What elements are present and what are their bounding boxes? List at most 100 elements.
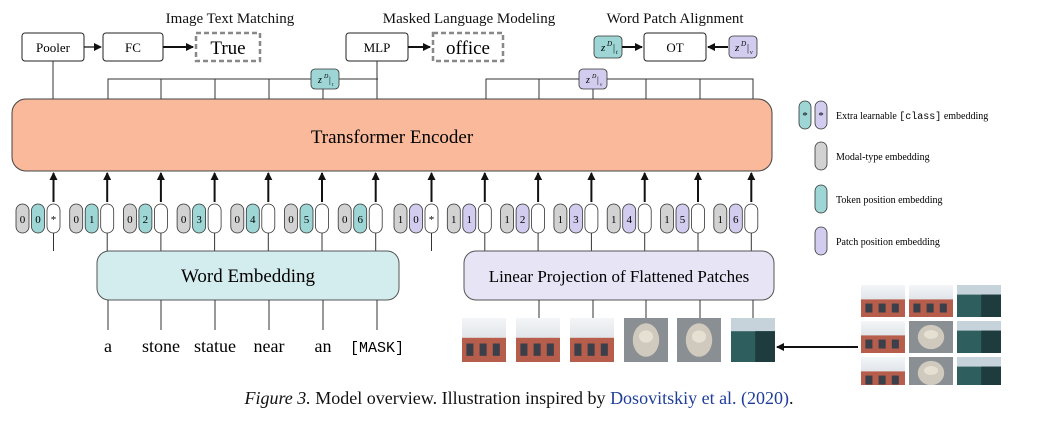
text-position-capsule	[84, 203, 99, 234]
text-modal-type-capsule	[337, 203, 352, 234]
patch-sky	[957, 357, 1001, 367]
patch-window	[865, 339, 873, 349]
patch-projection-box: Linear Projection of Flattened Patches	[463, 250, 775, 301]
pooler-label: Pooler	[36, 40, 71, 55]
image-modal-type-capsule	[500, 203, 515, 234]
grid-patch-0-0	[861, 285, 905, 317]
transformer-encoder: Transformer Encoder	[11, 98, 773, 172]
model-overview-diagram: Image Text Matching Masked Language Mode…	[11, 11, 1001, 385]
word-embedding-box: Word Embedding	[96, 250, 400, 301]
text-token-capsule	[153, 203, 168, 234]
patch-window	[533, 343, 541, 356]
input-word: an	[315, 336, 332, 356]
text-modal-type-capsule	[230, 203, 245, 234]
input-word: a	[104, 336, 112, 356]
image-position-capsule	[569, 203, 583, 234]
image-position-value: 2	[520, 214, 526, 226]
text-position-capsule	[245, 203, 260, 234]
itm-output-label: True	[210, 38, 245, 59]
svg-text:*: *	[818, 110, 824, 122]
image-modal-type-value: 1	[718, 214, 724, 226]
image-modal-type-value: 1	[504, 214, 510, 226]
svg-text:Modal-type embedding: Modal-type embedding	[836, 152, 930, 163]
input-word: stone	[142, 336, 180, 356]
fc-label: FC	[125, 40, 141, 55]
patch-window	[878, 339, 886, 349]
grid-patch-1-2	[957, 321, 1001, 353]
text-position-capsule	[31, 203, 45, 234]
patch-statue-face	[923, 365, 939, 375]
legend-class-embedding: * * Extra learnable [class] embedding	[798, 100, 988, 130]
text-modal-type-value: 0	[181, 214, 187, 226]
image-modal-type-value: 1	[398, 214, 404, 226]
grid-patch-1-0	[861, 321, 905, 353]
input-word: [MASK]	[350, 340, 404, 357]
patch-window	[926, 303, 934, 313]
text-modal-type-value: 0	[127, 214, 133, 226]
text-position-value: 5	[304, 214, 310, 226]
text-feature-tag: z D | t	[310, 68, 340, 90]
mlm-output-label: office	[446, 38, 490, 59]
image-modal-type-value: 1	[664, 214, 670, 226]
patch-window	[492, 343, 500, 356]
citation-link[interactable]: Dosovitskiy et al. (2020)	[610, 388, 790, 408]
ot-box: OT	[643, 32, 707, 62]
svg-text:D: D	[591, 74, 597, 80]
encoder-output-connectors	[52, 61, 754, 99]
image-modal-type-capsule	[393, 203, 408, 234]
text-token-capsule	[207, 203, 222, 234]
text-token-capsule	[315, 203, 329, 234]
wpa-visual-feature-box: z D | v	[728, 35, 758, 59]
image-token-capsule	[744, 203, 759, 234]
word-embedding-label: Word Embedding	[181, 266, 316, 287]
patch-window	[878, 375, 886, 385]
patch-window	[878, 303, 886, 313]
svg-text:*: *	[802, 110, 808, 122]
svg-text:z: z	[317, 75, 322, 86]
image-token-capsule	[584, 203, 599, 234]
patch-window	[939, 303, 947, 313]
image-modal-type-value: 1	[451, 214, 457, 226]
patch-shadow	[981, 294, 1001, 317]
text-position-value: 0	[35, 214, 41, 226]
text-modal-type-capsule	[69, 203, 84, 234]
text-modal-type-value: 0	[235, 214, 241, 226]
svg-text:|: |	[747, 43, 749, 54]
image-position-value: 6	[733, 214, 739, 226]
image-position-value: 1	[467, 214, 473, 226]
image-position-capsule	[622, 203, 637, 234]
text-position-value: 6	[357, 214, 363, 226]
grid-patch-2-0	[861, 357, 905, 385]
patch-window	[574, 343, 582, 356]
grid-patch-0-1	[909, 285, 953, 317]
text-position-capsule	[138, 203, 153, 234]
legend-modal-type: Modal-type embedding	[814, 141, 930, 171]
legend-patch-position: Patch position embedding	[814, 226, 940, 256]
patch-shadow	[755, 331, 775, 362]
svg-text:Extra learnable [class] embedd: Extra learnable [class] embedding	[836, 111, 988, 123]
patch-shadow	[981, 330, 1001, 353]
image-modal-type-capsule	[660, 203, 674, 234]
text-modal-type-value: 0	[342, 214, 348, 226]
svg-text:Token position embedding: Token position embedding	[836, 195, 943, 206]
patch-projection-label: Linear Projection of Flattened Patches	[489, 267, 750, 286]
image-position-capsule	[675, 203, 690, 234]
text-modal-type-capsule	[284, 203, 298, 234]
image-modal-type-capsule	[553, 203, 568, 234]
patch-sky	[957, 285, 1001, 295]
mlp-label: MLP	[364, 40, 391, 55]
itm-title: Image Text Matching	[166, 11, 295, 27]
image-position-value: 5	[680, 214, 686, 226]
visual-feature-tag: z D | v	[578, 68, 608, 90]
grid-patch-1-1	[909, 321, 953, 353]
image-class-token-capsule	[424, 203, 439, 234]
embedding-arrows	[49, 172, 756, 251]
patch-statue-face	[638, 330, 654, 343]
patch-shadow	[981, 366, 1001, 385]
